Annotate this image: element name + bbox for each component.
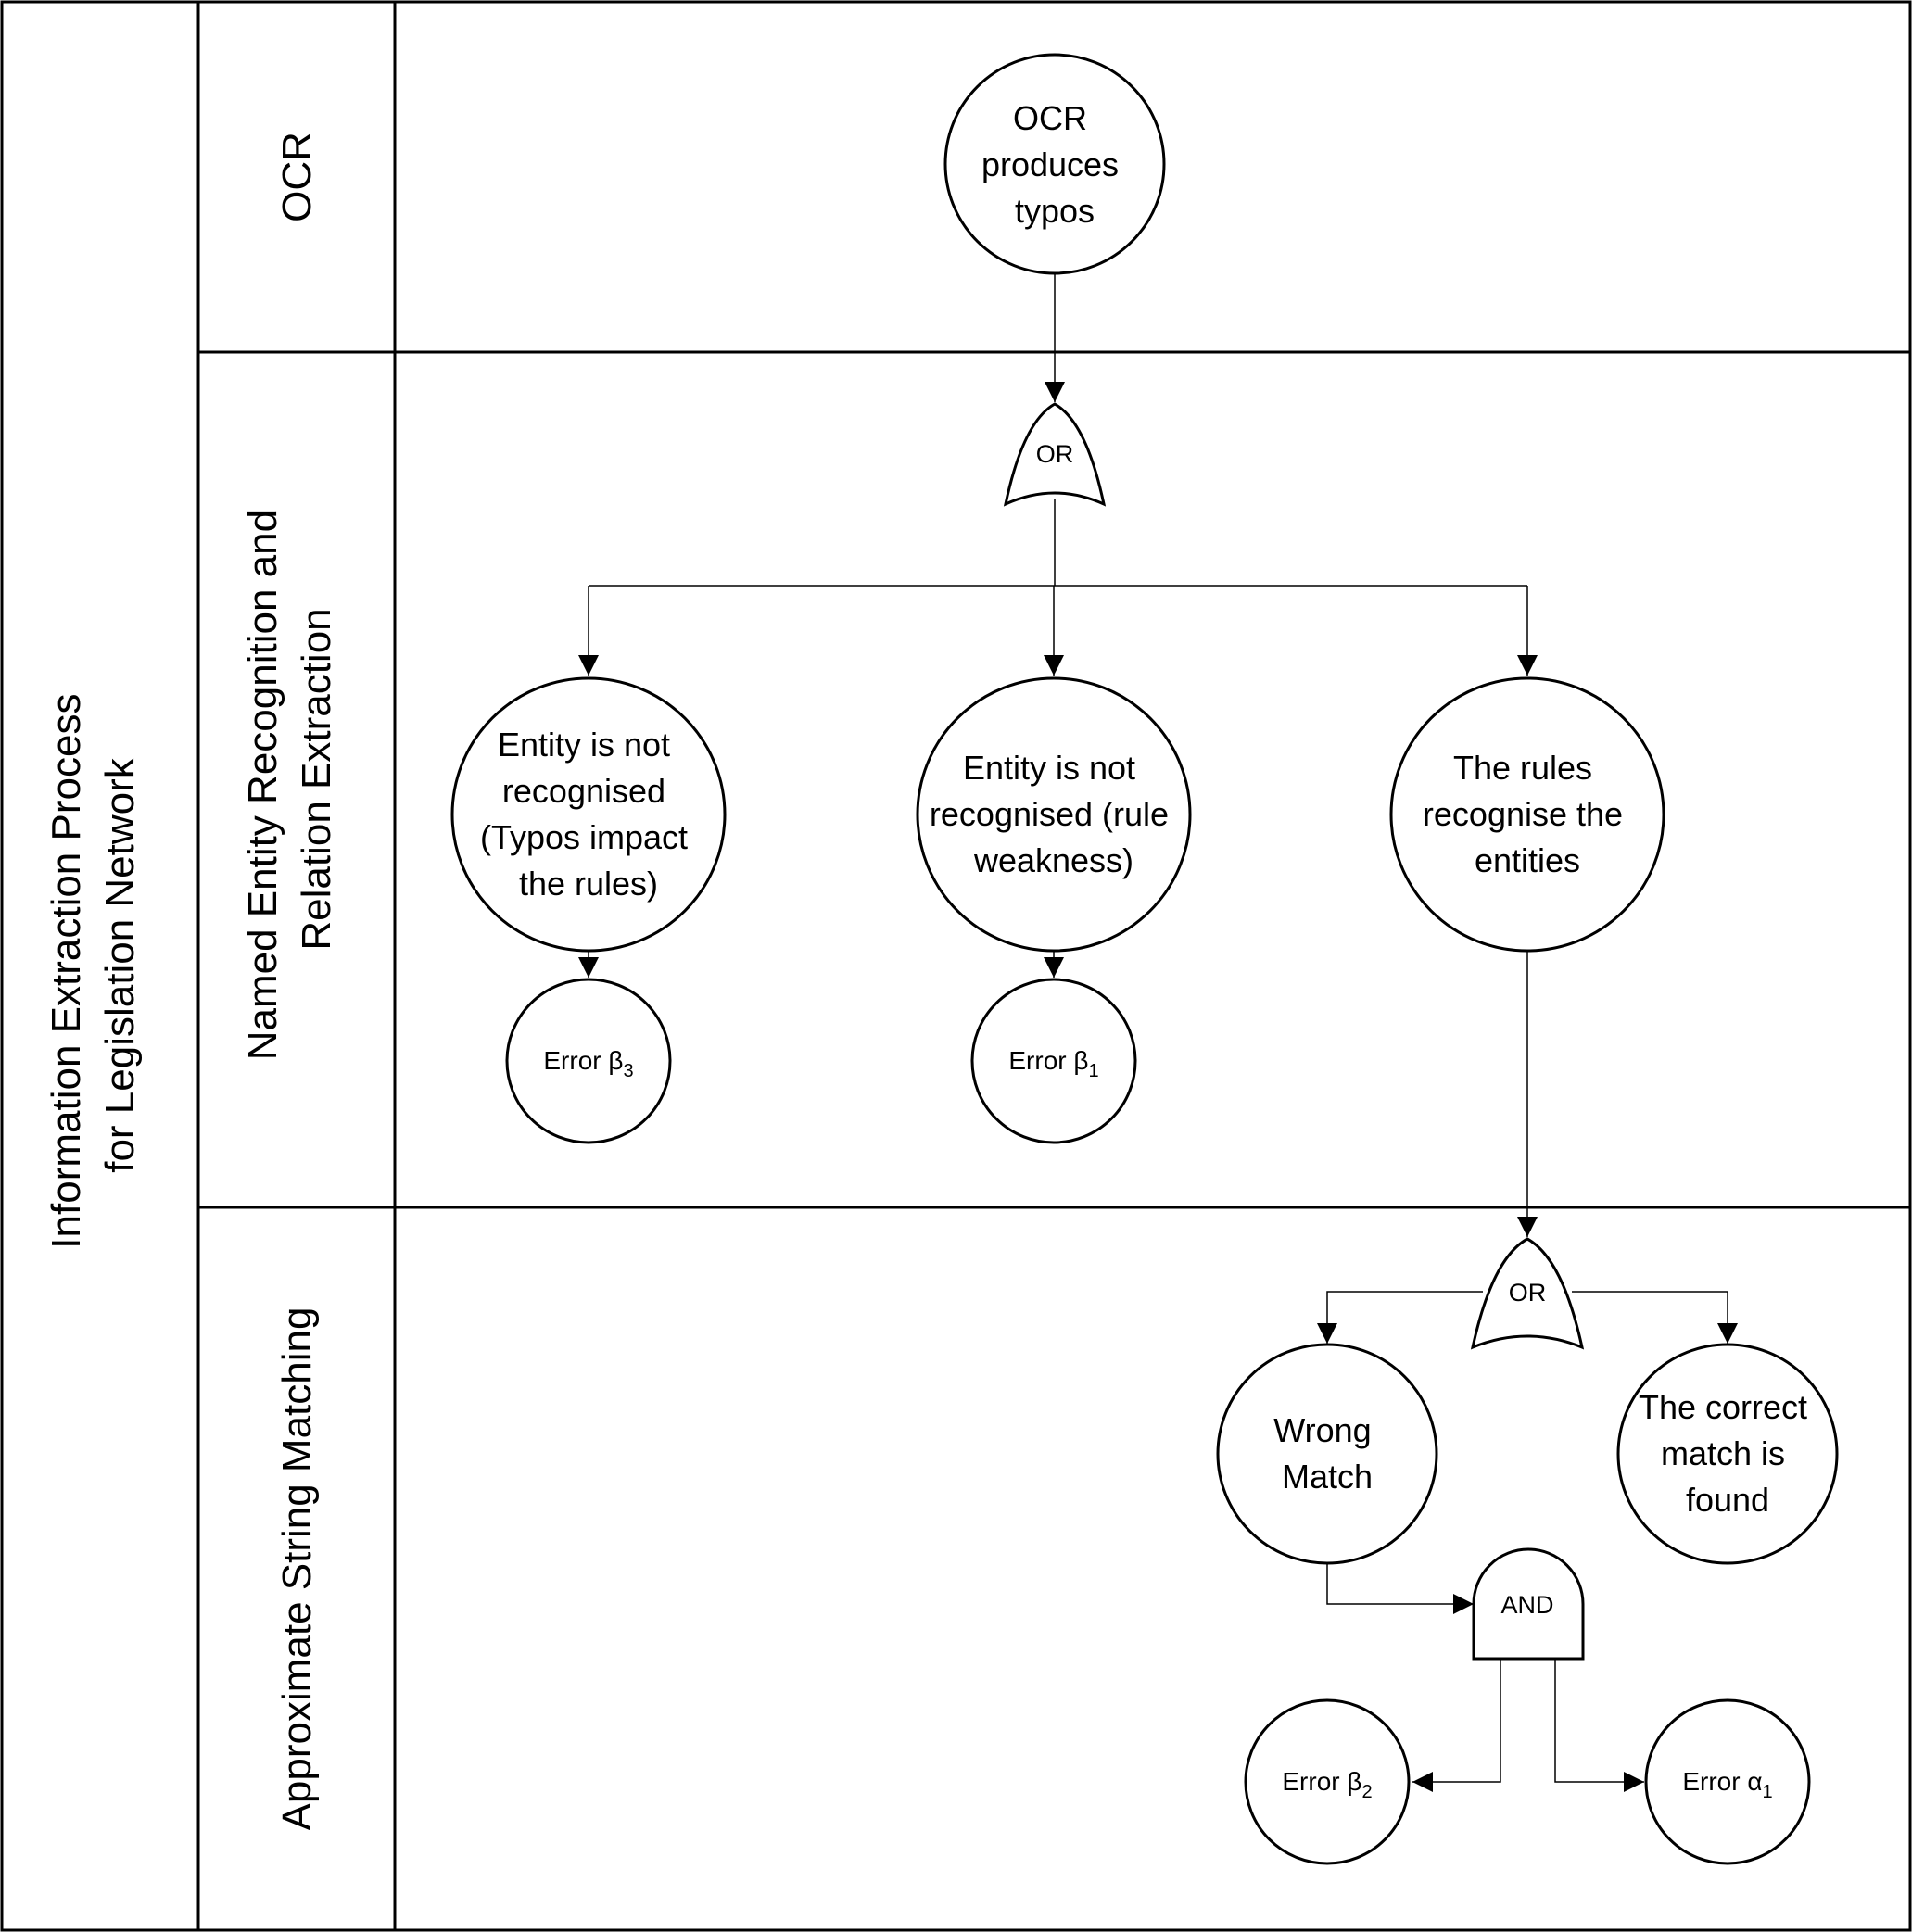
event-entity-not-recognised-rule: Entity is not recognised (rule weakness) bbox=[916, 676, 1192, 953]
svg-text:Error β3: Error β3 bbox=[543, 1046, 633, 1081]
svg-text:OR: OR bbox=[1509, 1279, 1547, 1307]
svg-text:The correct match is: The correct match is found bbox=[1639, 1388, 1817, 1519]
error-beta3: Error β3 bbox=[505, 978, 672, 1144]
event-wrong-match: Wrong Match bbox=[1216, 1343, 1438, 1565]
svg-text:Wrong Match: Wrong Match bbox=[1273, 1411, 1380, 1496]
connector-and-to-error-beta2 bbox=[1412, 1659, 1501, 1792]
connector-or-to-wrong-match bbox=[1317, 1291, 1483, 1344]
lane-label-ner: Named Entity Recognition and Relation Ex… bbox=[240, 499, 339, 1061]
connector-wrong-match-to-and bbox=[1326, 1564, 1474, 1614]
connector-and-to-error-alpha1 bbox=[1554, 1659, 1644, 1792]
event-entity-not-recognised-typos: Entity is not recognised (Typos impact t… bbox=[450, 676, 727, 953]
error-alpha1: Error α1 bbox=[1644, 1698, 1811, 1865]
event-ocr-produces-typos: OCR produces typos bbox=[943, 53, 1166, 275]
svg-text:Entity is not recognised: Entity is not recognised (rule weakness) bbox=[930, 749, 1178, 879]
connectors bbox=[578, 274, 1738, 1792]
error-beta2: Error β2 bbox=[1244, 1698, 1411, 1865]
lane-label-ocr: OCR bbox=[274, 132, 320, 222]
error-beta1: Error β1 bbox=[970, 978, 1137, 1144]
svg-text:AND: AND bbox=[1500, 1591, 1553, 1619]
svg-text:Error α1: Error α1 bbox=[1682, 1767, 1772, 1802]
svg-text:Error β2: Error β2 bbox=[1282, 1767, 1372, 1802]
svg-text:The rules recognise the: The rules recognise the entities bbox=[1423, 749, 1632, 879]
connector-or-to-correct-match bbox=[1572, 1291, 1738, 1344]
svg-text:Entity is not recognised: Entity is not recognised (Typos impact t… bbox=[480, 726, 697, 903]
and-gate: AND bbox=[1472, 1547, 1585, 1661]
pool-title: Information Extraction Process for Legis… bbox=[44, 682, 143, 1248]
lane-label-asm: Approximate String Matching bbox=[274, 1307, 320, 1831]
svg-text:Error β1: Error β1 bbox=[1008, 1046, 1098, 1081]
event-rules-recognise-entities: The rules recognise the entities bbox=[1389, 676, 1665, 953]
svg-text:OR: OR bbox=[1036, 440, 1074, 468]
or-gate-asm: OR bbox=[1470, 1237, 1585, 1350]
or-gate-ner: OR bbox=[1003, 402, 1107, 507]
event-correct-match-found: The correct match is found bbox=[1616, 1343, 1839, 1565]
svg-text:OCR produces typos: OCR produces typos bbox=[981, 99, 1128, 230]
